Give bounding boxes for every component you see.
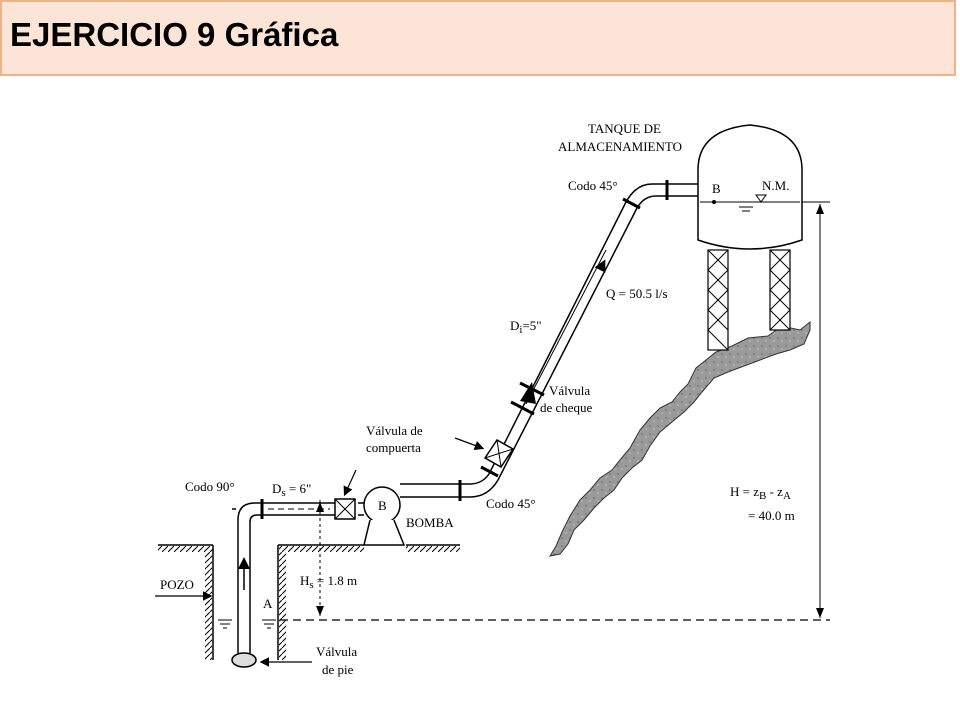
label-di: Di=5" [510, 318, 542, 336]
label-pozo: POZO [160, 577, 194, 592]
label-point-b-tank: B [712, 181, 721, 196]
storage-tank [697, 124, 803, 351]
label-check-valve-2: de cheque [540, 400, 593, 415]
label-check-valve-1: Válvula [549, 383, 590, 398]
h-dimension [802, 201, 830, 618]
rocky-hill [548, 320, 811, 557]
label-codo45-top: Codo 45° [568, 178, 618, 193]
water-level-a [218, 619, 276, 629]
label-hs: Hs = 1.8 m [300, 573, 357, 591]
foot-valve [231, 652, 257, 668]
ground-right [277, 544, 460, 660]
label-gate-valve-1: Válvula de [366, 423, 423, 438]
check-valve [510, 381, 545, 416]
label-tank-1: TANQUE DE [588, 121, 661, 136]
label-codo45-bottom: Codo 45° [486, 496, 536, 511]
suction-pipe [232, 499, 335, 655]
label-q: Q = 50.5 l/s [606, 286, 668, 301]
discharge-pipe [400, 180, 700, 501]
discharge-gate-valve [483, 439, 515, 468]
label-bomba: BOMBA [406, 515, 454, 530]
label-tank-2: ALMACENAMIENTO [558, 139, 682, 154]
label-foot-valve-2: de pie [322, 662, 354, 677]
label-foot-valve-1: Válvula [316, 644, 357, 659]
gate-valve [334, 498, 364, 520]
label-pump-b: B [378, 498, 387, 513]
pump [363, 486, 406, 546]
label-nm: N.M. [762, 178, 789, 193]
label-codo90: Codo 90° [185, 479, 235, 494]
label-point-a: A [263, 596, 273, 611]
label-h-equation: H = zB - zA [730, 484, 791, 502]
hs-dimension [316, 500, 324, 616]
title-bar: EJERCICIO 9 Gráfica [0, 0, 956, 76]
label-ds: Ds = 6" [272, 481, 311, 499]
ground-left [158, 544, 214, 660]
label-gate-valve-2: compuerta [366, 440, 421, 455]
suction-valve-pointer [343, 469, 357, 497]
gate-valve-pointer [454, 437, 485, 451]
page-title: EJERCICIO 9 Gráfica [10, 16, 339, 53]
label-h-value: = 40.0 m [748, 508, 795, 523]
